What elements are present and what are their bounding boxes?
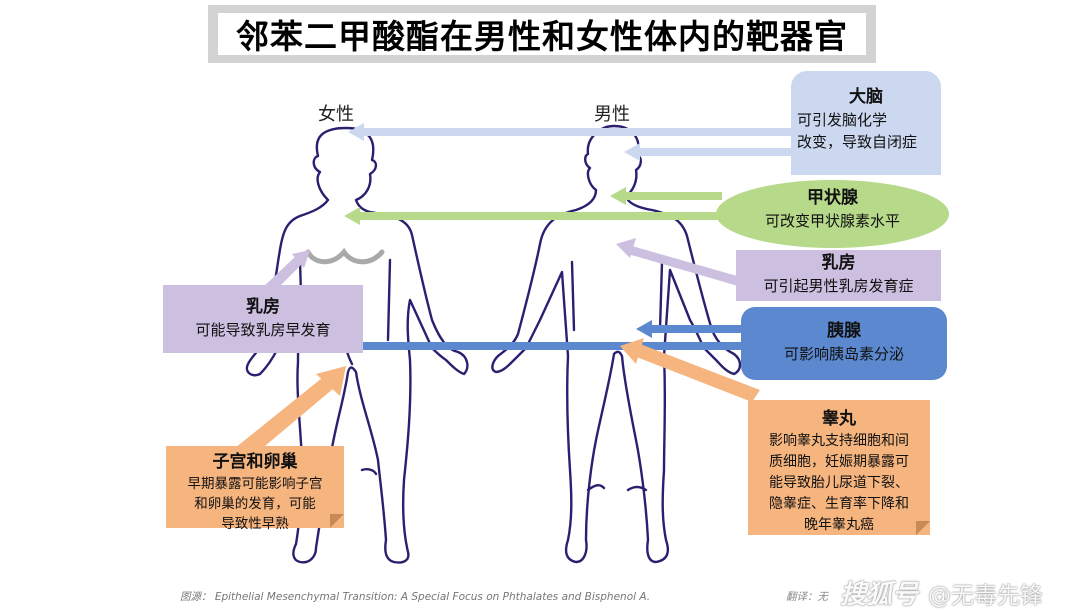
brain-box: 大脑 可引发脑化学 改变，导致自闭症 — [791, 71, 941, 175]
thyroid-arrows — [344, 187, 722, 225]
diagram-title: 邻苯二甲酸酯在男性和女性体内的靶器官 — [218, 13, 866, 56]
male-label: 男性 — [594, 104, 630, 125]
brain-arrow-male-shaft — [636, 148, 792, 156]
breast-female-arrow — [262, 250, 310, 294]
uterus-ovary-box: 子宫和卵巢 早期暴露可能影响子宫 和卵巢的发育，可能 导致性早熟 — [166, 446, 344, 532]
testis-text-line: 隐睾症、生育率下降和 — [769, 496, 909, 512]
pancreas-box: 胰腺 可影响胰岛素分泌 — [741, 307, 947, 380]
uterus-ovary-text-line: 导致性早熟 — [221, 516, 289, 532]
testis-arrow — [620, 338, 760, 402]
brain-arrow-female-shaft — [360, 128, 792, 136]
pancreas-arrow-female-shaft — [363, 342, 746, 350]
watermark-logo: 搜狐号 — [840, 580, 919, 610]
title-frame: 邻苯二甲酸酯在男性和女性体内的靶器官 — [208, 5, 876, 63]
testis-box: 睾丸 影响睾丸支持细胞和间 质细胞，妊娠期暴露可 能导致胎儿尿道下裂、 隐睾症、… — [748, 400, 930, 535]
breast-female-heading: 乳房 — [246, 297, 280, 317]
image-source-caption: 图源： Epithelial Mesenchymal Transition: A… — [180, 591, 651, 603]
page-curl-icon — [916, 521, 930, 535]
pancreas-heading: 胰腺 — [827, 321, 861, 341]
pancreas-arrow-male-shaft — [648, 325, 746, 333]
pancreas-text-line: 可影响胰岛素分泌 — [783, 345, 904, 363]
female-label: 女性 — [318, 104, 354, 125]
page-curl-icon — [330, 514, 344, 528]
thyroid-arrow-female-shaft — [356, 212, 722, 220]
pancreas-arrows — [363, 320, 746, 350]
breast-male-heading: 乳房 — [821, 253, 856, 273]
uterus-arrow — [230, 366, 346, 462]
breast-female-text-line: 可能导致乳房早发育 — [195, 321, 331, 339]
watermark-account: @无毒先锋 — [928, 583, 1043, 609]
thyroid-arrow-female-head — [344, 207, 360, 225]
thyroid-box: 甲状腺 可改变甲状腺素水平 — [716, 180, 949, 248]
brain-arrow-female-head — [348, 123, 364, 141]
testis-text-line: 能导致胎儿尿道下裂、 — [769, 475, 909, 491]
breast-male-arrow — [616, 238, 744, 286]
breast-female-box: 乳房 可能导致乳房早发育 — [163, 285, 363, 353]
brain-text-line: 可引发脑化学 — [797, 111, 888, 129]
thyroid-arrow-male-shaft — [622, 192, 722, 200]
thyroid-arrow-male-head — [610, 187, 626, 205]
thyroid-heading: 甲状腺 — [807, 188, 858, 208]
testis-text-line: 影响睾丸支持细胞和间 — [769, 433, 909, 449]
uterus-ovary-heading: 子宫和卵巢 — [212, 452, 298, 472]
thyroid-text-line: 可改变甲状腺素水平 — [764, 212, 900, 230]
brain-text-line: 改变，导致自闭症 — [797, 133, 918, 151]
brain-arrows — [348, 123, 792, 161]
breast-male-box: 乳房 可引起男性乳房发育症 — [736, 250, 941, 301]
brain-heading: 大脑 — [849, 87, 883, 107]
testis-text-line: 晚年睾丸癌 — [804, 517, 874, 533]
uterus-ovary-text-line: 和卵巢的发育，可能 — [194, 496, 316, 512]
male-body-outline — [491, 124, 742, 564]
uterus-ovary-text-line: 早期暴露可能影响子宫 — [187, 476, 323, 492]
translator-caption: 翻译：无 — [786, 591, 828, 603]
testis-heading: 睾丸 — [822, 409, 856, 429]
breast-male-text-line: 可引起男性乳房发育症 — [763, 277, 914, 295]
brain-arrow-male-head — [624, 143, 640, 161]
testis-text-line: 质细胞，妊娠期暴露可 — [769, 454, 909, 470]
pancreas-arrow-male-head — [636, 320, 652, 338]
female-breast-outline — [305, 247, 385, 265]
